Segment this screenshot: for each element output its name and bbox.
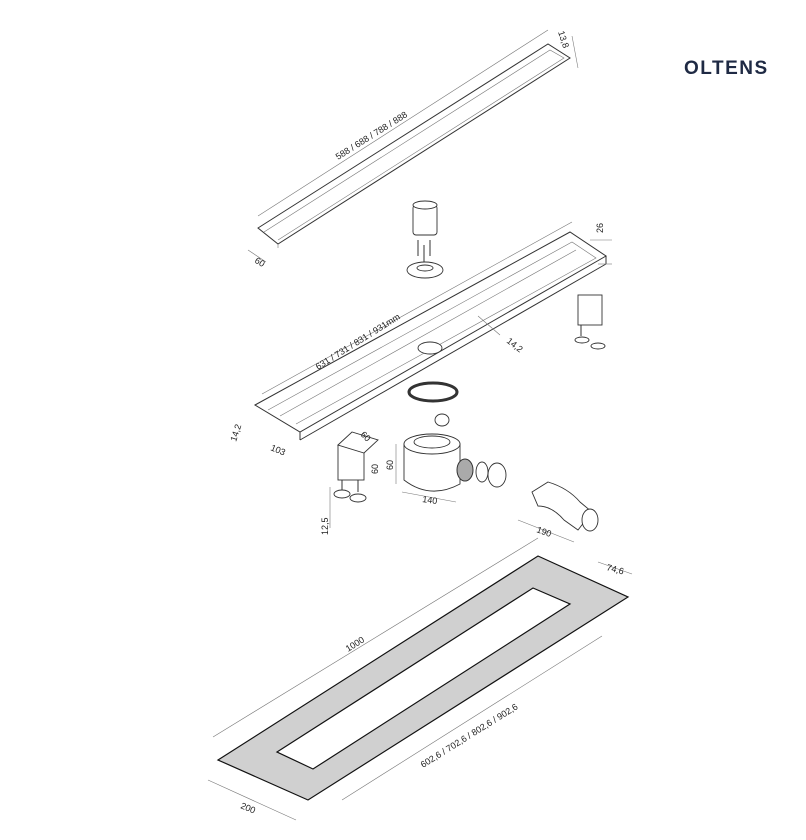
channel-side-label: 14,2 [228,423,243,443]
seal-ring [407,381,459,403]
sealing-membrane [207,537,633,821]
membrane-length-label: 1000 [344,635,366,654]
foot-adjust-label: 12,5 [320,517,330,535]
grate-height-label: 13,8 [556,30,571,50]
siphon [395,433,507,503]
membrane-width-label: 200 [239,801,257,816]
drain-channel [253,221,612,441]
leveling-foot-part [406,200,444,279]
channel-width-label: 103 [269,443,287,458]
elbow-length-label: 190 [535,524,553,539]
insert-part [434,413,450,427]
grate-width-label: 60 [253,255,267,269]
elbow-pipe [517,481,599,543]
bracket-foot-right [574,294,606,350]
brand-logo: OLTENS [684,58,769,79]
channel-height-label: 26 [595,223,605,233]
channel-flange-label: 14,2 [505,336,525,355]
grate-length-label: 588 / 688 / 788 / 888 [334,109,409,161]
bracket-foot-left [329,431,379,528]
siphon-width-label: 140 [422,494,438,506]
membrane-border-label: 74,6 [605,562,625,576]
foot-height-label: 60 [370,464,380,474]
siphon-height-label: 60 [385,460,395,470]
channel-length-label: 631 / 731 / 831 / 931mm [314,312,402,372]
grate [247,29,579,263]
